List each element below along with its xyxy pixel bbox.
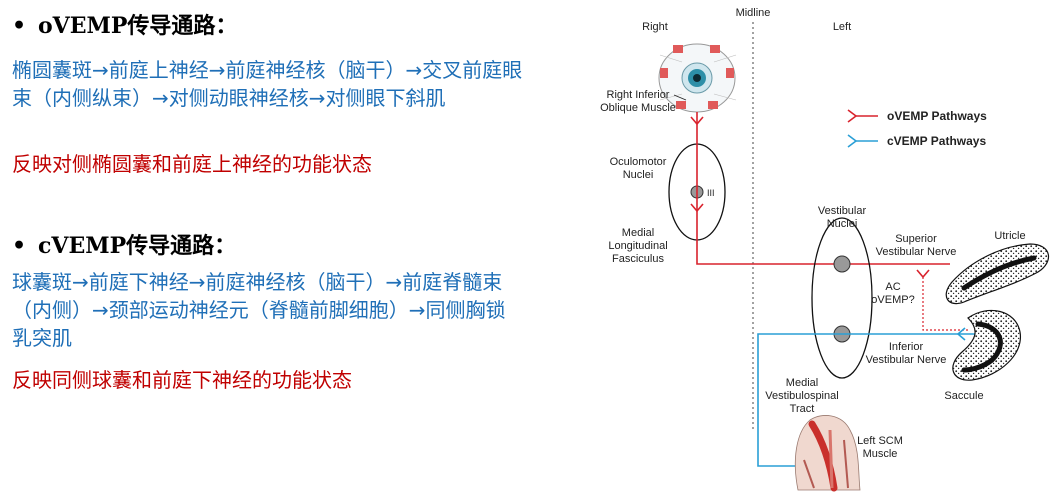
rio-label-1: Right Inferior (607, 89, 670, 101)
ovemp-path-text: 椭圆囊斑→前庭上神经→前庭神经核（脑干）→交叉前庭眼束（内侧纵束）→对侧动眼神经… (12, 58, 523, 110)
right-label: Right (642, 21, 668, 33)
oculomotor-label-2: Nuclei (623, 169, 654, 181)
legend-item-cvemp: cVEMP Pathways (847, 134, 986, 148)
ovemp-heading: • oVEMP传导通路： (12, 8, 237, 40)
ac-label-1: AC (885, 281, 900, 293)
cvemp-bullet: • (12, 233, 27, 259)
svn-nucleus-circle (833, 255, 851, 273)
vemp-pathway-diagram: Midline Right Left Right Inferior Obliqu… (560, 0, 1061, 495)
svn-label-1: Superior (895, 233, 937, 245)
ovemp-reflect-text: 反映对侧椭圆囊和前庭上神经的功能状态 (12, 152, 372, 176)
mlf-label-1: Medial (622, 227, 654, 239)
scm-label-1: Left SCM (857, 435, 903, 447)
vestibular-nuclei-ellipse (811, 217, 873, 379)
mvst-label-1: Medial (786, 377, 818, 389)
ivn-label-2: Vestibular Nerve (866, 354, 947, 366)
mlf-label-2: Longitudinal (608, 240, 667, 252)
left-label: Left (833, 21, 851, 33)
midline-label: Midline (736, 7, 771, 19)
vn-label-1: Vestibular (818, 205, 867, 217)
mlf-label-3: Fasciculus (612, 253, 664, 265)
legend: oVEMP Pathways cVEMP Pathways (847, 109, 987, 148)
pathway-svg: Midline Right Left Right Inferior Obliqu… (600, 7, 1049, 492)
legend-item-ovemp: oVEMP Pathways (847, 109, 987, 123)
scm-label-2: Muscle (863, 448, 898, 460)
utricle-illustration (945, 243, 1049, 305)
cvemp-reflect-text: 反映同侧球囊和前庭下神经的功能状态 (12, 368, 352, 392)
saccule-label: Saccule (944, 390, 983, 402)
utricle-label: Utricle (994, 230, 1025, 242)
ovemp-pathway (690, 112, 968, 331)
mvst-label-2: Vestibulospinal (765, 390, 838, 402)
cvemp-pathway (757, 327, 980, 467)
ovemp-title: oVEMP传导通路： (38, 13, 238, 39)
cvemp-title: cVEMP传导通路： (38, 233, 237, 259)
oculomotor-label-1: Oculomotor (610, 156, 667, 168)
ovemp-bullet: • (12, 13, 27, 39)
text-panel: • oVEMP传导通路： 椭圆囊斑→前庭上神经→前庭神经核（脑干）→交叉前庭眼束（… (12, 8, 523, 392)
svn-label-2: Vestibular Nerve (876, 246, 957, 258)
legend-label-ovemp: oVEMP Pathways (887, 109, 987, 123)
eye-illustration (658, 43, 737, 113)
mvst-label-3: Tract (790, 403, 815, 415)
iii-label: III (707, 188, 715, 198)
cvemp-heading: • cVEMP传导通路： (12, 228, 236, 260)
neck-scm-illustration (794, 415, 861, 492)
vn-label-2: Nuclei (827, 218, 858, 230)
rio-label-2: Oblique Muscle (600, 102, 676, 114)
cvemp-path-text: 球囊斑→前庭下神经→前庭神经核（脑干）→前庭脊髓束（内侧）→颈部运动神经元（脊髓… (12, 270, 506, 350)
ivn-label-1: Inferior (889, 341, 924, 353)
ac-label-2: oVEMP? (871, 294, 914, 306)
saccule-illustration (952, 309, 1021, 381)
legend-label-cvemp: cVEMP Pathways (887, 134, 986, 148)
